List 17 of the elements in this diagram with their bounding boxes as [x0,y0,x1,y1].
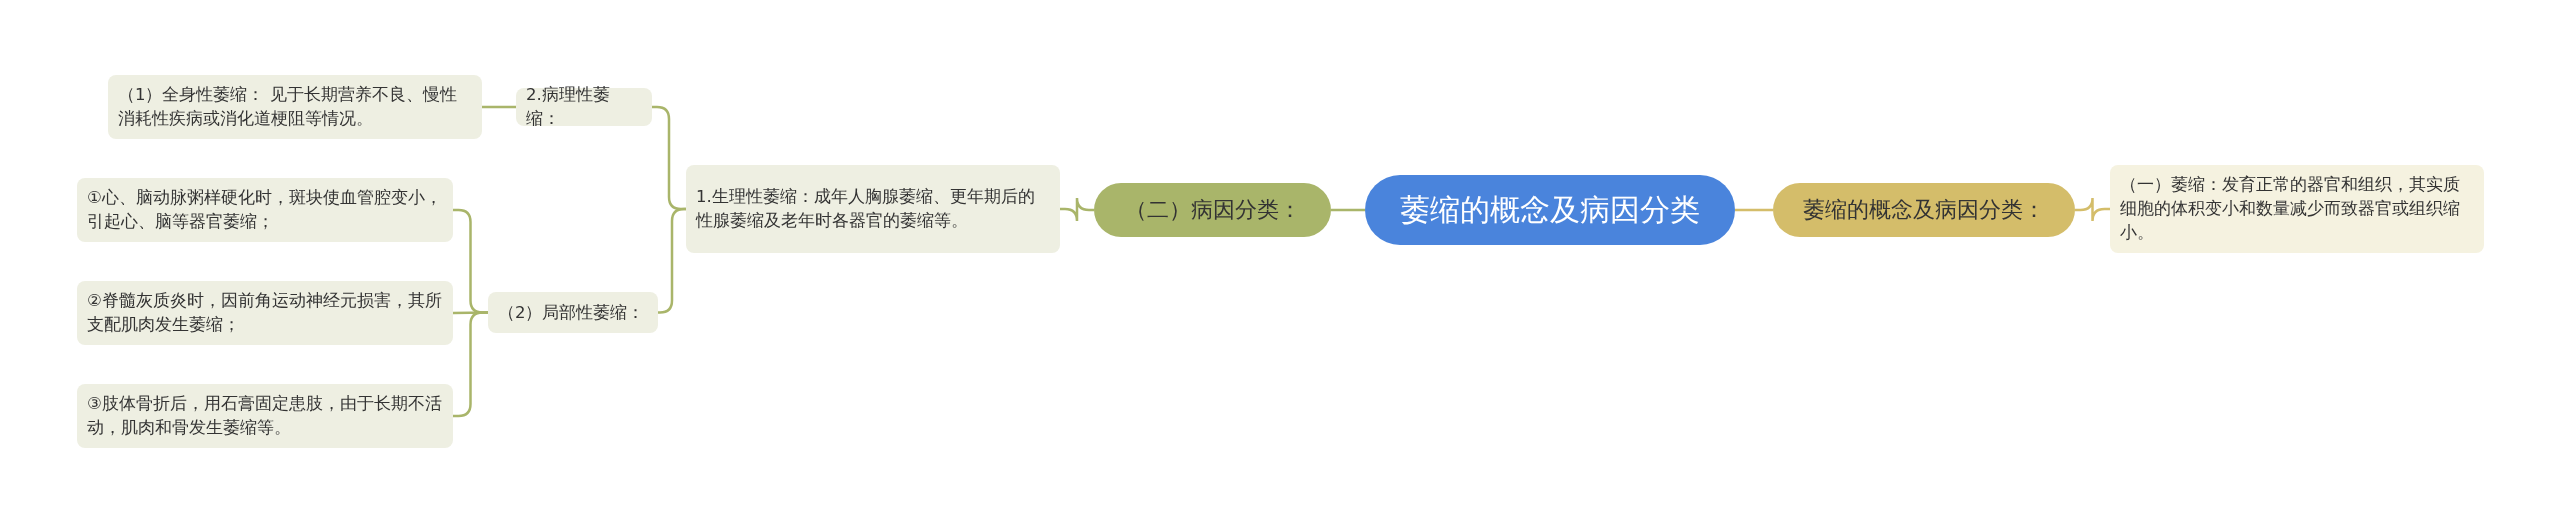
connector-line [658,207,686,314]
connector-line [2075,196,2110,223]
subtopic-box: ①心、脑动脉粥样硬化时，斑块使血管腔变小，引起心、脑等器官萎缩； [77,178,453,242]
subtopic-box: （2）局部性萎缩： [488,292,658,333]
subtopic-box: 1.生理性萎缩：成年人胸腺萎缩、更年期后的性腺萎缩及老年时各器官的萎缩等。 [686,165,1060,253]
topic-box: （二）病因分类： [1094,183,1331,237]
topic-box: 萎缩的概念及病因分类： [1773,183,2075,237]
subtopic-box: ③肢体骨折后，用石膏固定患肢，由于长期不活动，肌肉和骨发生萎缩等。 [77,384,453,448]
subtopic-box: ②脊髓灰质炎时，因前角运动神经元损害，其所支配肌肉发生萎缩； [77,281,453,345]
subtopic-box: （1）全身性萎缩： 见于长期营养不良、慢性消耗性疾病或消化道梗阻等情况。 [108,75,482,139]
subtopic-box: 2.病理性萎缩： [516,88,652,126]
connector-line [1060,196,1094,223]
connector-line [1735,208,1773,212]
connector-line [482,105,516,109]
subtopic-box: （一）萎缩：发育正常的器官和组织，其实质细胞的体积变小和数量减少而致器官或组织缩小。 [2110,165,2484,253]
connector-line [1331,208,1365,212]
root-topic-box: 萎缩的概念及病因分类 [1365,175,1735,245]
